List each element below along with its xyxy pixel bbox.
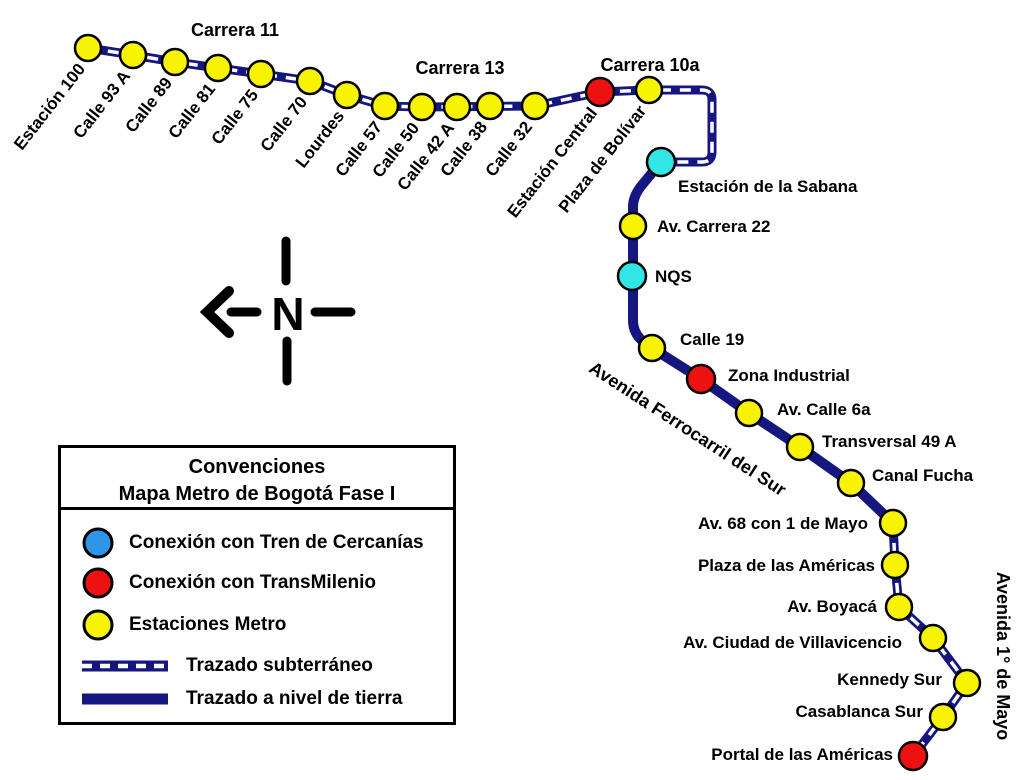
legend-item-underground: Trazado subterráneo <box>61 648 453 684</box>
station-calle-70 <box>295 66 325 96</box>
station-estacion-de-la-sabana <box>645 146 677 178</box>
street-carrera-10a: Carrera 10a <box>600 55 700 75</box>
station-label-portal-de-las-americas: Portal de las Américas <box>711 745 893 764</box>
station-label-av-boyaca: Av. Boyacá <box>787 597 877 616</box>
station-portal-de-las-americas <box>897 740 929 772</box>
station-kennedy-sur <box>952 668 982 698</box>
stations-layer <box>73 33 982 772</box>
north-arrow-head <box>199 286 234 338</box>
station-label-transversal-49a: Transversal 49 A <box>822 432 957 451</box>
station-av-boyaca <box>884 592 914 622</box>
station-estacion-100 <box>73 33 103 63</box>
legend-item-cercanias: Conexión con Tren de Cercanías <box>61 525 453 561</box>
surface-line-icon <box>82 693 168 705</box>
station-av-ciudad-de-villavicencio <box>918 623 948 653</box>
legend-subtitle: Mapa Metro de Bogotá Fase I <box>118 483 396 505</box>
legend-item-metro: Estaciones Metro <box>61 607 453 643</box>
station-calle-57 <box>370 91 400 121</box>
metro-station-icon <box>82 609 114 641</box>
station-plaza-de-las-americas <box>880 550 910 580</box>
legend-item-metro-label: Estaciones Metro <box>129 614 287 635</box>
station-calle-50 <box>407 92 437 122</box>
station-label-zona-industrial: Zona Industrial <box>728 366 850 385</box>
legend-item-surface-label: Trazado a nivel de tierra <box>186 688 403 709</box>
station-plaza-de-bolivar <box>634 75 664 105</box>
route-surface <box>628 157 898 528</box>
station-calle-75 <box>246 59 276 89</box>
station-av-carrera-22 <box>618 211 648 241</box>
station-calle-81 <box>203 53 233 83</box>
station-label-av-calle-6a: Av. Calle 6a <box>777 400 871 419</box>
station-label-estacion-de-la-sabana: Estación de la Sabana <box>678 177 858 196</box>
legend-transmilenio-circle <box>82 567 114 599</box>
legend-metro-circle <box>82 609 114 641</box>
station-nqs <box>616 260 648 292</box>
station-label-kennedy-sur: Kennedy Sur <box>837 670 942 689</box>
street-carrera-11: Carrera 11 <box>190 20 280 40</box>
legend-item-transmilenio-label: Conexión con TransMilenio <box>129 572 377 593</box>
station-label-av-68-con-1-de-mayo: Av. 68 con 1 de Mayo <box>697 514 868 533</box>
station-label-canal-fucha: Canal Fucha <box>872 466 974 485</box>
station-calle-38 <box>475 91 505 121</box>
station-av-calle-6a <box>734 398 764 428</box>
legend-header: Convenciones Mapa Metro de Bogotá Fase I <box>61 448 453 510</box>
station-canal-fucha <box>836 468 866 498</box>
legend-item-surface: Trazado a nivel de tierra <box>61 681 453 717</box>
station-calle-89 <box>160 47 190 77</box>
station-label-nqs: NQS <box>655 267 692 286</box>
station-label-av-ciudad-de-villavicencio: Av. Ciudad de Villavicencio <box>683 633 902 652</box>
underground-line-icon <box>82 660 168 672</box>
street-avenida-1-de-mayo: Avenida 1° de Mayo <box>993 571 1013 741</box>
transmilenio-station-icon <box>82 567 114 599</box>
station-label-plaza-de-las-americas: Plaza de las Américas <box>697 556 875 575</box>
legend-item-underground-label: Trazado subterráneo <box>186 655 373 676</box>
station-label-av-carrera-22: Av. Carrera 22 <box>657 217 771 236</box>
legend-item-transmilenio: Conexión con TransMilenio <box>61 565 453 601</box>
station-casablanca-sur <box>928 702 958 732</box>
legend-title: Convenciones <box>188 456 326 478</box>
station-transversal-49a <box>785 432 815 462</box>
station-label-casablanca-sur: Casablanca Sur <box>795 702 923 721</box>
station-zona-industrial <box>685 363 717 395</box>
legend-cercanias-circle <box>82 527 114 559</box>
station-calle-19 <box>637 333 667 363</box>
station-calle-93a <box>118 40 148 70</box>
station-label-calle-19: Calle 19 <box>680 330 745 349</box>
station-av-68-con-1-de-mayo <box>878 508 908 538</box>
street-carrera-13: Carrera 13 <box>415 58 505 78</box>
station-estacion-central <box>584 76 616 108</box>
station-calle-32 <box>520 91 550 121</box>
legend-item-cercanias-label: Conexión con Tren de Cercanías <box>129 532 424 553</box>
station-lourdes <box>332 80 362 110</box>
north-compass <box>199 236 356 386</box>
legend: Convenciones Mapa Metro de Bogotá Fase I… <box>58 445 456 725</box>
station-calle-42a <box>442 92 472 122</box>
north-label: N <box>271 288 305 340</box>
cercanias-station-icon <box>82 527 114 559</box>
